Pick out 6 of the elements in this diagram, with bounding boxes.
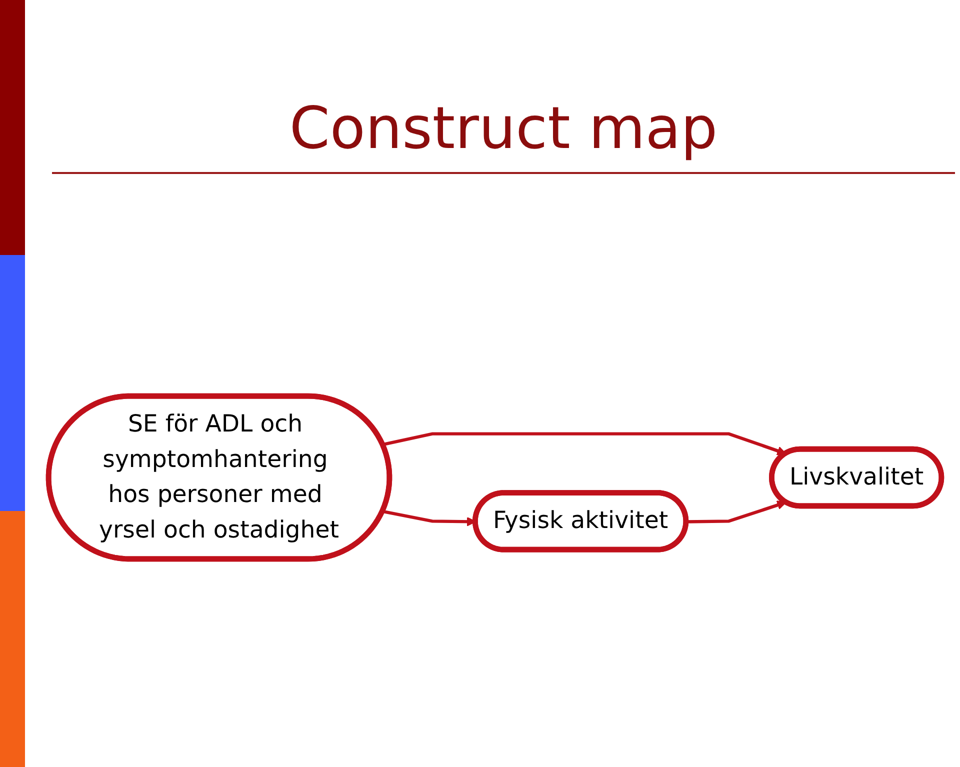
- arrow: [382, 432, 786, 456]
- oval-node: Fysisk aktivitet: [472, 490, 689, 552]
- oval-node: Livskvalitet: [769, 446, 944, 509]
- oval-node: SE för ADL och symptomhantering hos personer med yrsel och ostadighet: [46, 393, 392, 562]
- title: Construct map: [288, 93, 719, 164]
- arrow: [686, 500, 786, 524]
